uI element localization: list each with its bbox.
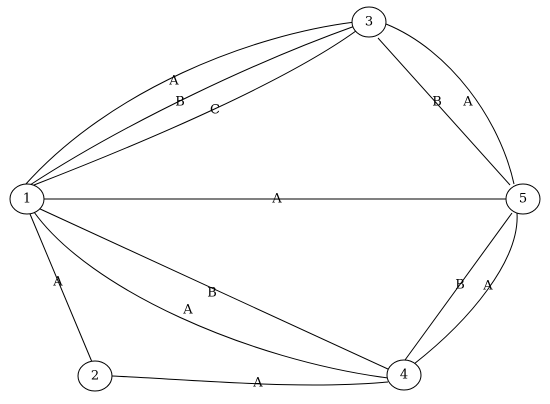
edge-1-4-a	[33, 211, 389, 379]
node-4-ellipse	[386, 359, 422, 391]
node-1-ellipse	[9, 183, 45, 215]
node-3-label: 3	[365, 15, 373, 30]
node-3: 3	[351, 6, 387, 38]
edge-1-3-a	[24, 21, 356, 186]
edge-4-5-b	[404, 212, 513, 361]
node-5-label: 5	[519, 192, 527, 207]
node-3-ellipse	[351, 6, 387, 38]
edge-1-4-b	[37, 207, 391, 371]
edge-4-5-a	[413, 212, 518, 365]
edge-label-3-5-b: B	[432, 95, 442, 110]
edges-layer: A B C A B A A A B A B A	[24, 21, 518, 391]
edge-label-4-5-b: B	[455, 278, 465, 293]
edge-label-2-4-a: A	[252, 376, 263, 391]
edge-label-1-5-a: A	[271, 192, 282, 207]
edge-label-1-3-a: A	[168, 74, 179, 89]
node-5-ellipse	[505, 183, 541, 215]
edge-label-1-2-a: A	[52, 275, 63, 290]
edge-label-4-5-a: A	[482, 279, 493, 294]
edge-3-5-b	[377, 37, 511, 186]
edge-label-1-4-a: A	[182, 303, 193, 318]
edge-2-4-a	[111, 375, 389, 386]
node-1: 1	[9, 183, 45, 215]
node-2: 2	[77, 360, 113, 392]
node-5: 5	[505, 183, 541, 215]
edge-label-1-4-b: B	[207, 286, 217, 301]
edge-3-5-a	[385, 23, 515, 185]
node-4: 4	[386, 359, 422, 391]
edge-label-1-3-b: B	[175, 95, 185, 110]
node-2-ellipse	[77, 360, 113, 392]
edge-label-1-3-c: C	[210, 103, 220, 118]
edge-label-3-5-a: A	[462, 95, 473, 110]
nodes-layer: 1 2 3 4 5	[9, 6, 541, 392]
node-4-label: 4	[400, 368, 408, 383]
node-2-label: 2	[91, 369, 99, 384]
edge-1-3-b	[29, 25, 356, 186]
edge-1-2-a	[29, 213, 93, 363]
node-1-label: 1	[23, 192, 31, 207]
edge-1-3-c	[33, 27, 361, 186]
